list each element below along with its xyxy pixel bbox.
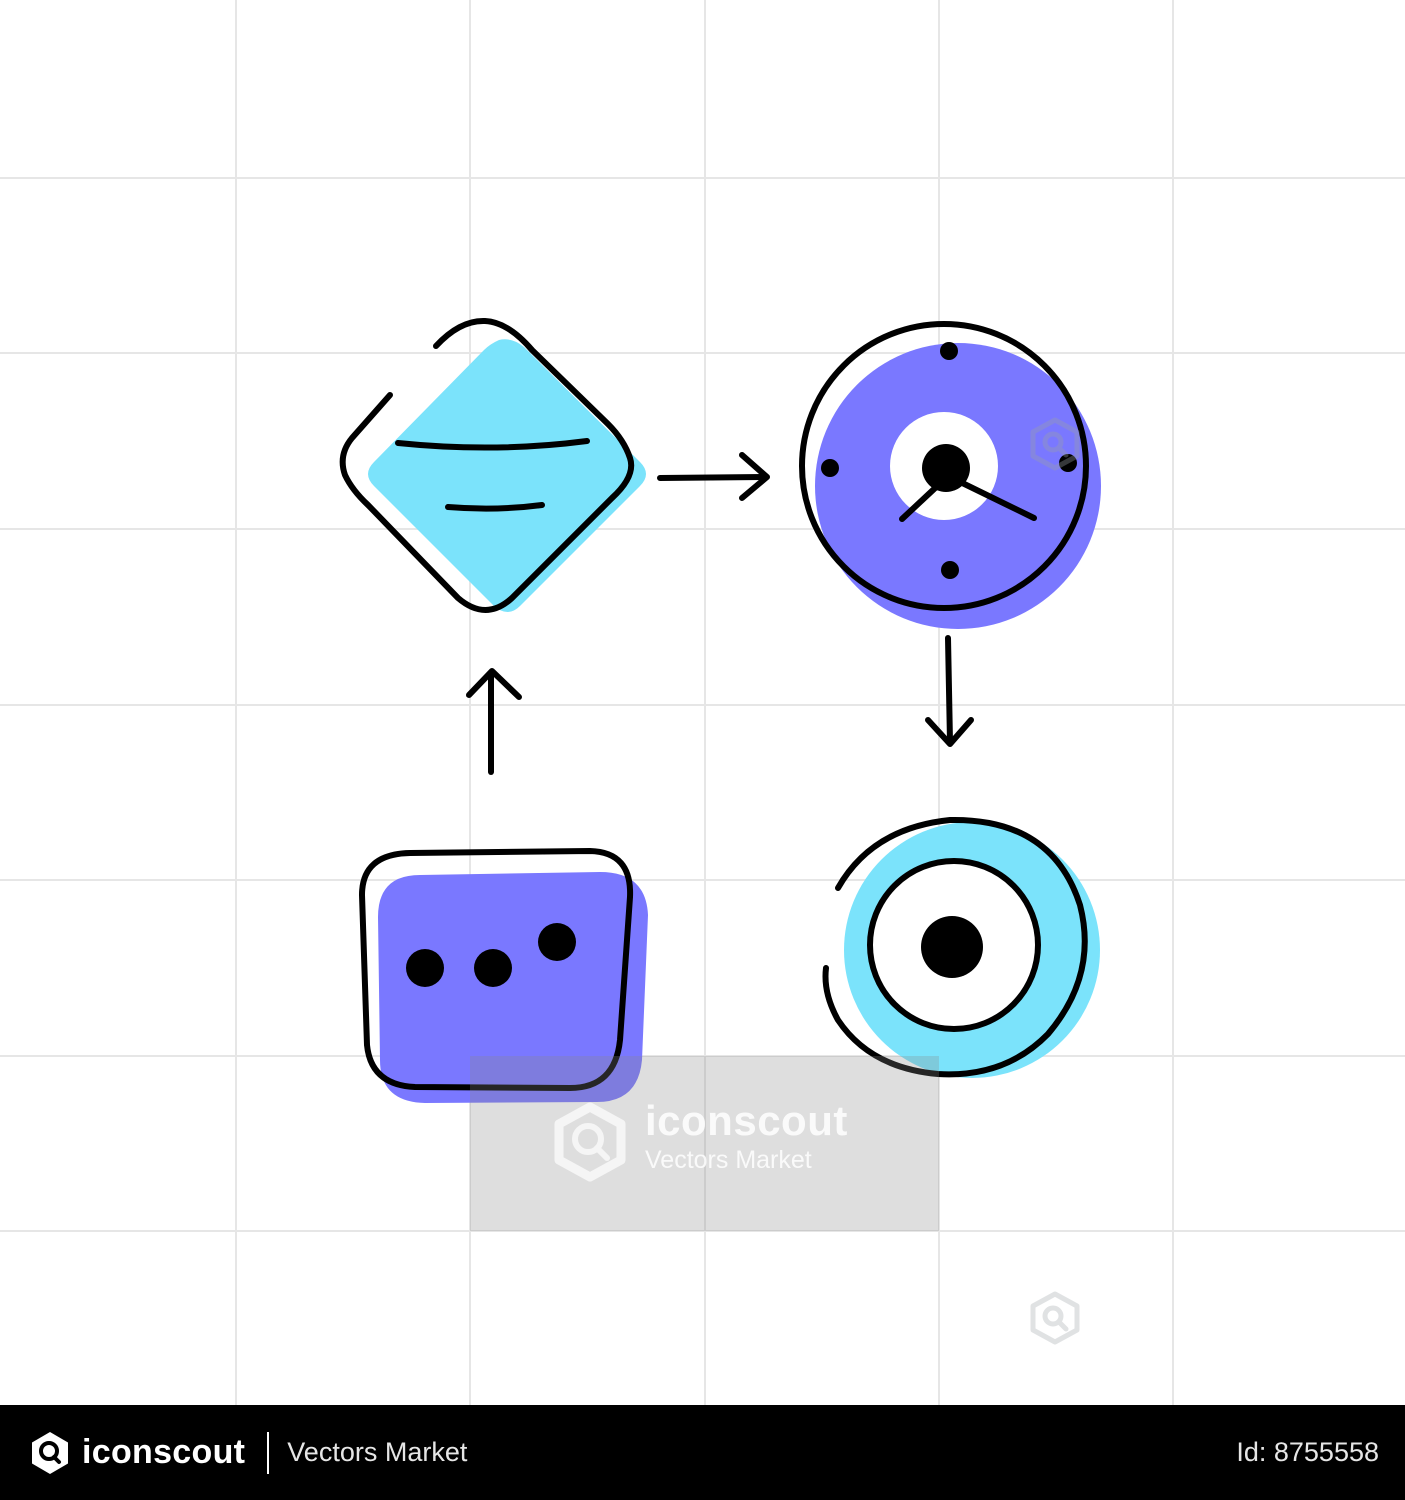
watermark-text: iconscout Vectors Market: [645, 1100, 848, 1173]
watermark-brand: iconscout: [645, 1097, 848, 1144]
watermark: [470, 1056, 939, 1231]
watermark-subtitle: Vectors Market: [645, 1146, 812, 1174]
asset-id: Id: 8755558: [1236, 1437, 1379, 1467]
footer-divider: [267, 1431, 270, 1474]
watermark-logo-icon: [554, 1102, 626, 1182]
footer-brand: iconscout: [82, 1433, 246, 1471]
workflow-illustration: [0, 0, 1405, 1405]
arrow-up-icon: [466, 668, 522, 775]
faint-logo-icon: [1030, 1291, 1080, 1345]
footer-bar: iconscout Vectors Market Id: 8755558: [0, 1405, 1405, 1500]
arrow-right-icon: [657, 452, 770, 501]
decision-diamond-icon: [339, 317, 646, 613]
clock-icon: [799, 321, 1101, 629]
arrow-down-icon: [925, 635, 974, 747]
iconscout-logo-icon: [32, 1431, 68, 1474]
illustration-canvas: iconscout Vectors Market: [0, 0, 1405, 1405]
background-grid: [0, 0, 1405, 1405]
target-icon: [822, 816, 1100, 1078]
faint-logo-icon: [1030, 417, 1080, 471]
footer-subtitle: Vectors Market: [287, 1437, 468, 1467]
chat-bubble-icon: [359, 848, 648, 1103]
